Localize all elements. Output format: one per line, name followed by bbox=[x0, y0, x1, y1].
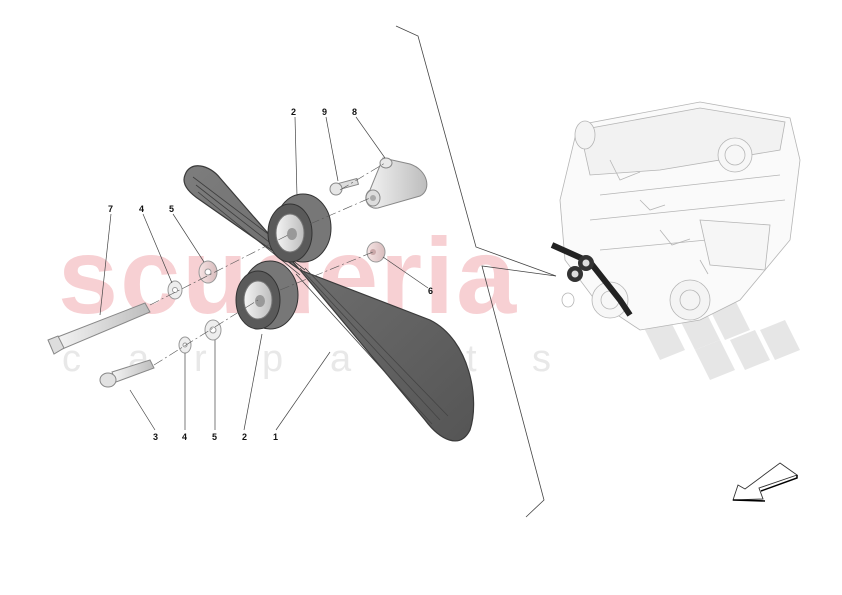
orientation-arrow-icon bbox=[732, 462, 798, 502]
watermark-letter: a bbox=[330, 338, 352, 380]
socket-head-screw bbox=[329, 177, 360, 196]
flanged-bushing bbox=[366, 241, 386, 263]
washer-lower bbox=[178, 336, 192, 354]
callout-5: 5 bbox=[169, 204, 175, 214]
detail-bracket-lines bbox=[395, 25, 557, 518]
callout-7: 7 bbox=[108, 204, 114, 214]
washer-upper bbox=[167, 280, 183, 300]
watermark-letter: p bbox=[262, 338, 284, 380]
engine-belt-highlight bbox=[550, 242, 633, 317]
callout-8: 8 bbox=[352, 107, 358, 117]
watermark-letter: c bbox=[62, 338, 81, 380]
callout-3: 3 bbox=[153, 432, 159, 442]
assembly-axis-lines bbox=[149, 162, 386, 366]
callout-2: 2 bbox=[242, 432, 248, 442]
spacer-lower bbox=[204, 319, 222, 341]
callout-1: 1 bbox=[273, 432, 279, 442]
watermark-letter: r bbox=[194, 338, 207, 380]
callout-2: 2 bbox=[291, 107, 297, 117]
callout-5: 5 bbox=[212, 432, 218, 442]
callout-4: 4 bbox=[139, 204, 145, 214]
leader-lines bbox=[99, 116, 429, 431]
engine-illustration bbox=[559, 101, 801, 331]
callout-9: 9 bbox=[322, 107, 328, 117]
idler-pulley-upper bbox=[267, 193, 332, 263]
drive-belt bbox=[183, 165, 475, 442]
pulley-bracket bbox=[365, 157, 428, 209]
idler-pulley-lower bbox=[235, 260, 299, 330]
watermark-letter: s bbox=[532, 338, 551, 380]
callout-6: 6 bbox=[428, 286, 434, 296]
long-bolt bbox=[47, 302, 151, 355]
watermark-letter: t bbox=[466, 338, 477, 380]
callout-4: 4 bbox=[182, 432, 188, 442]
short-bolt bbox=[99, 359, 155, 388]
spacer-upper bbox=[198, 260, 218, 284]
